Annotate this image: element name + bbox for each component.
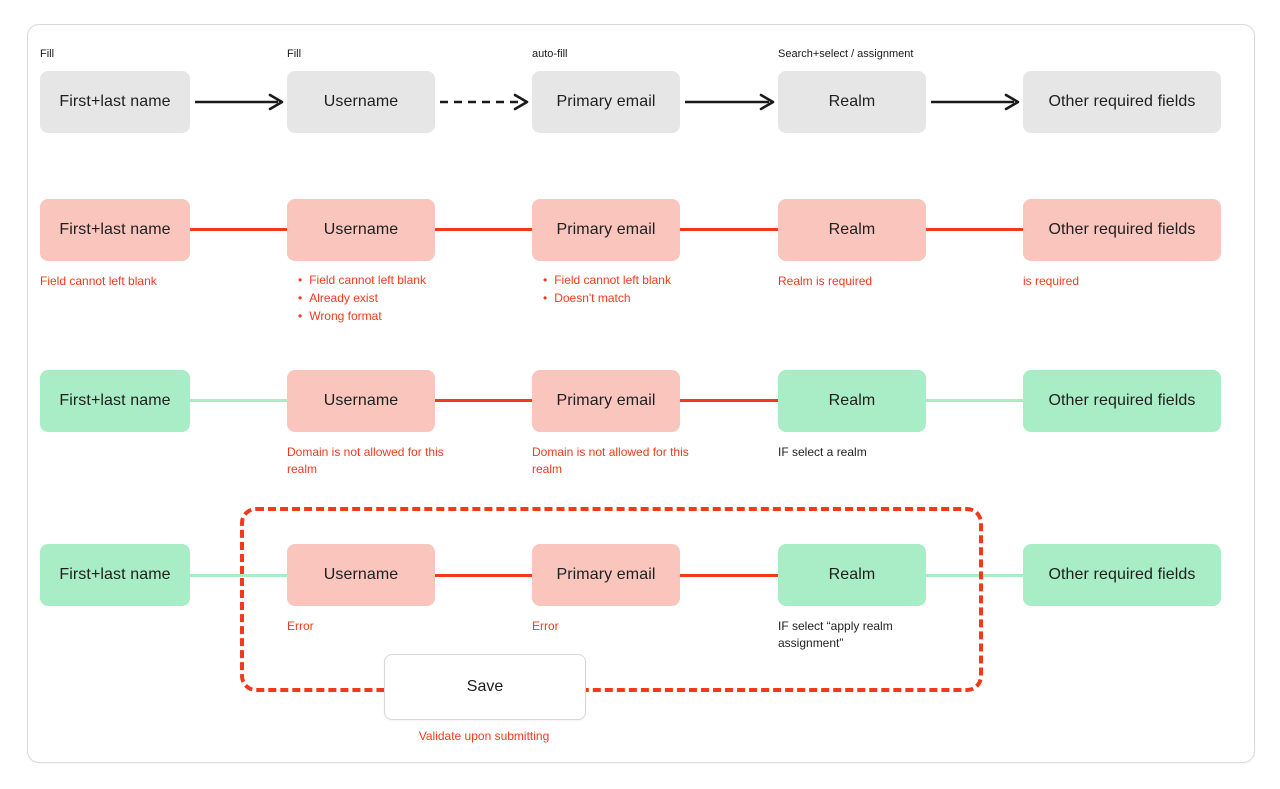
error-message-list: Field cannot left blank Doesn't match [543,271,671,307]
arrow-right-icon [195,93,284,111]
step-annotation: Fill [287,48,302,60]
error-message: is required [1023,274,1080,288]
arrow-right-dashed-icon [440,93,529,111]
flow-box-username: Username [287,370,435,432]
error-item: Field cannot left blank [543,271,671,289]
connector-error [680,228,778,231]
flow-box-primary-email: Primary email [532,71,680,133]
flow-diagram-panel: Fill Fill auto-fill Search+select / assi… [27,24,1255,763]
connector-valid [190,574,287,577]
flow-box-username: Username [287,199,435,261]
diagram-stage: Fill Fill auto-fill Search+select / assi… [28,25,1254,762]
flow-box-primary-email: Primary email [532,199,680,261]
flow-box-username: Username [287,71,435,133]
flow-box-primary-email: Primary email [532,544,680,606]
flow-box-realm: Realm [778,71,926,133]
error-message-list: Field cannot left blank Already exist Wr… [298,271,426,325]
flow-box-realm: Realm [778,544,926,606]
connector-error [926,228,1023,231]
flow-box-realm: Realm [778,370,926,432]
connector-error [680,399,778,402]
connector-error [435,228,532,231]
step-annotation: Search+select / assignment [778,48,914,60]
error-message: Realm is required [778,274,873,288]
error-message: Error [532,619,559,633]
flow-box-other-fields: Other required fields [1023,71,1221,133]
error-item: Already exist [298,289,426,307]
connector-valid [926,399,1023,402]
arrow-right-icon [685,93,775,111]
flow-box-first-last-name: First+last name [40,199,190,261]
error-item: Doesn't match [543,289,671,307]
validation-group-outline [240,507,983,692]
error-message: Domain is not allowed for this realm [532,445,689,476]
error-message: Error [287,619,314,633]
flow-box-username: Username [287,544,435,606]
arrow-right-icon [931,93,1020,111]
error-item: Field cannot left blank [298,271,426,289]
flow-box-other-fields: Other required fields [1023,199,1221,261]
connector-error [435,574,532,577]
flow-box-primary-email: Primary email [532,370,680,432]
connector-error [435,399,532,402]
flow-box-first-last-name: First+last name [40,544,190,606]
flow-box-other-fields: Other required fields [1023,544,1221,606]
connector-error [190,228,287,231]
connector-valid [190,399,287,402]
error-message: Domain is not allowed for this realm [287,445,444,476]
error-item: Wrong format [298,307,426,325]
condition-note: IF select a realm [778,445,867,459]
step-annotation: Fill [40,48,55,60]
flow-box-first-last-name: First+last name [40,71,190,133]
flow-box-other-fields: Other required fields [1023,370,1221,432]
error-message: Field cannot left blank [40,274,157,288]
flow-box-first-last-name: First+last name [40,370,190,432]
connector-error [680,574,778,577]
save-button[interactable]: Save [384,654,586,720]
step-annotation: auto-fill [532,48,568,60]
flow-box-realm: Realm [778,199,926,261]
condition-note: IF select “apply realm assignment” [778,619,893,650]
save-validation-note: Validate upon submitting [418,729,550,743]
connector-valid [926,574,1023,577]
